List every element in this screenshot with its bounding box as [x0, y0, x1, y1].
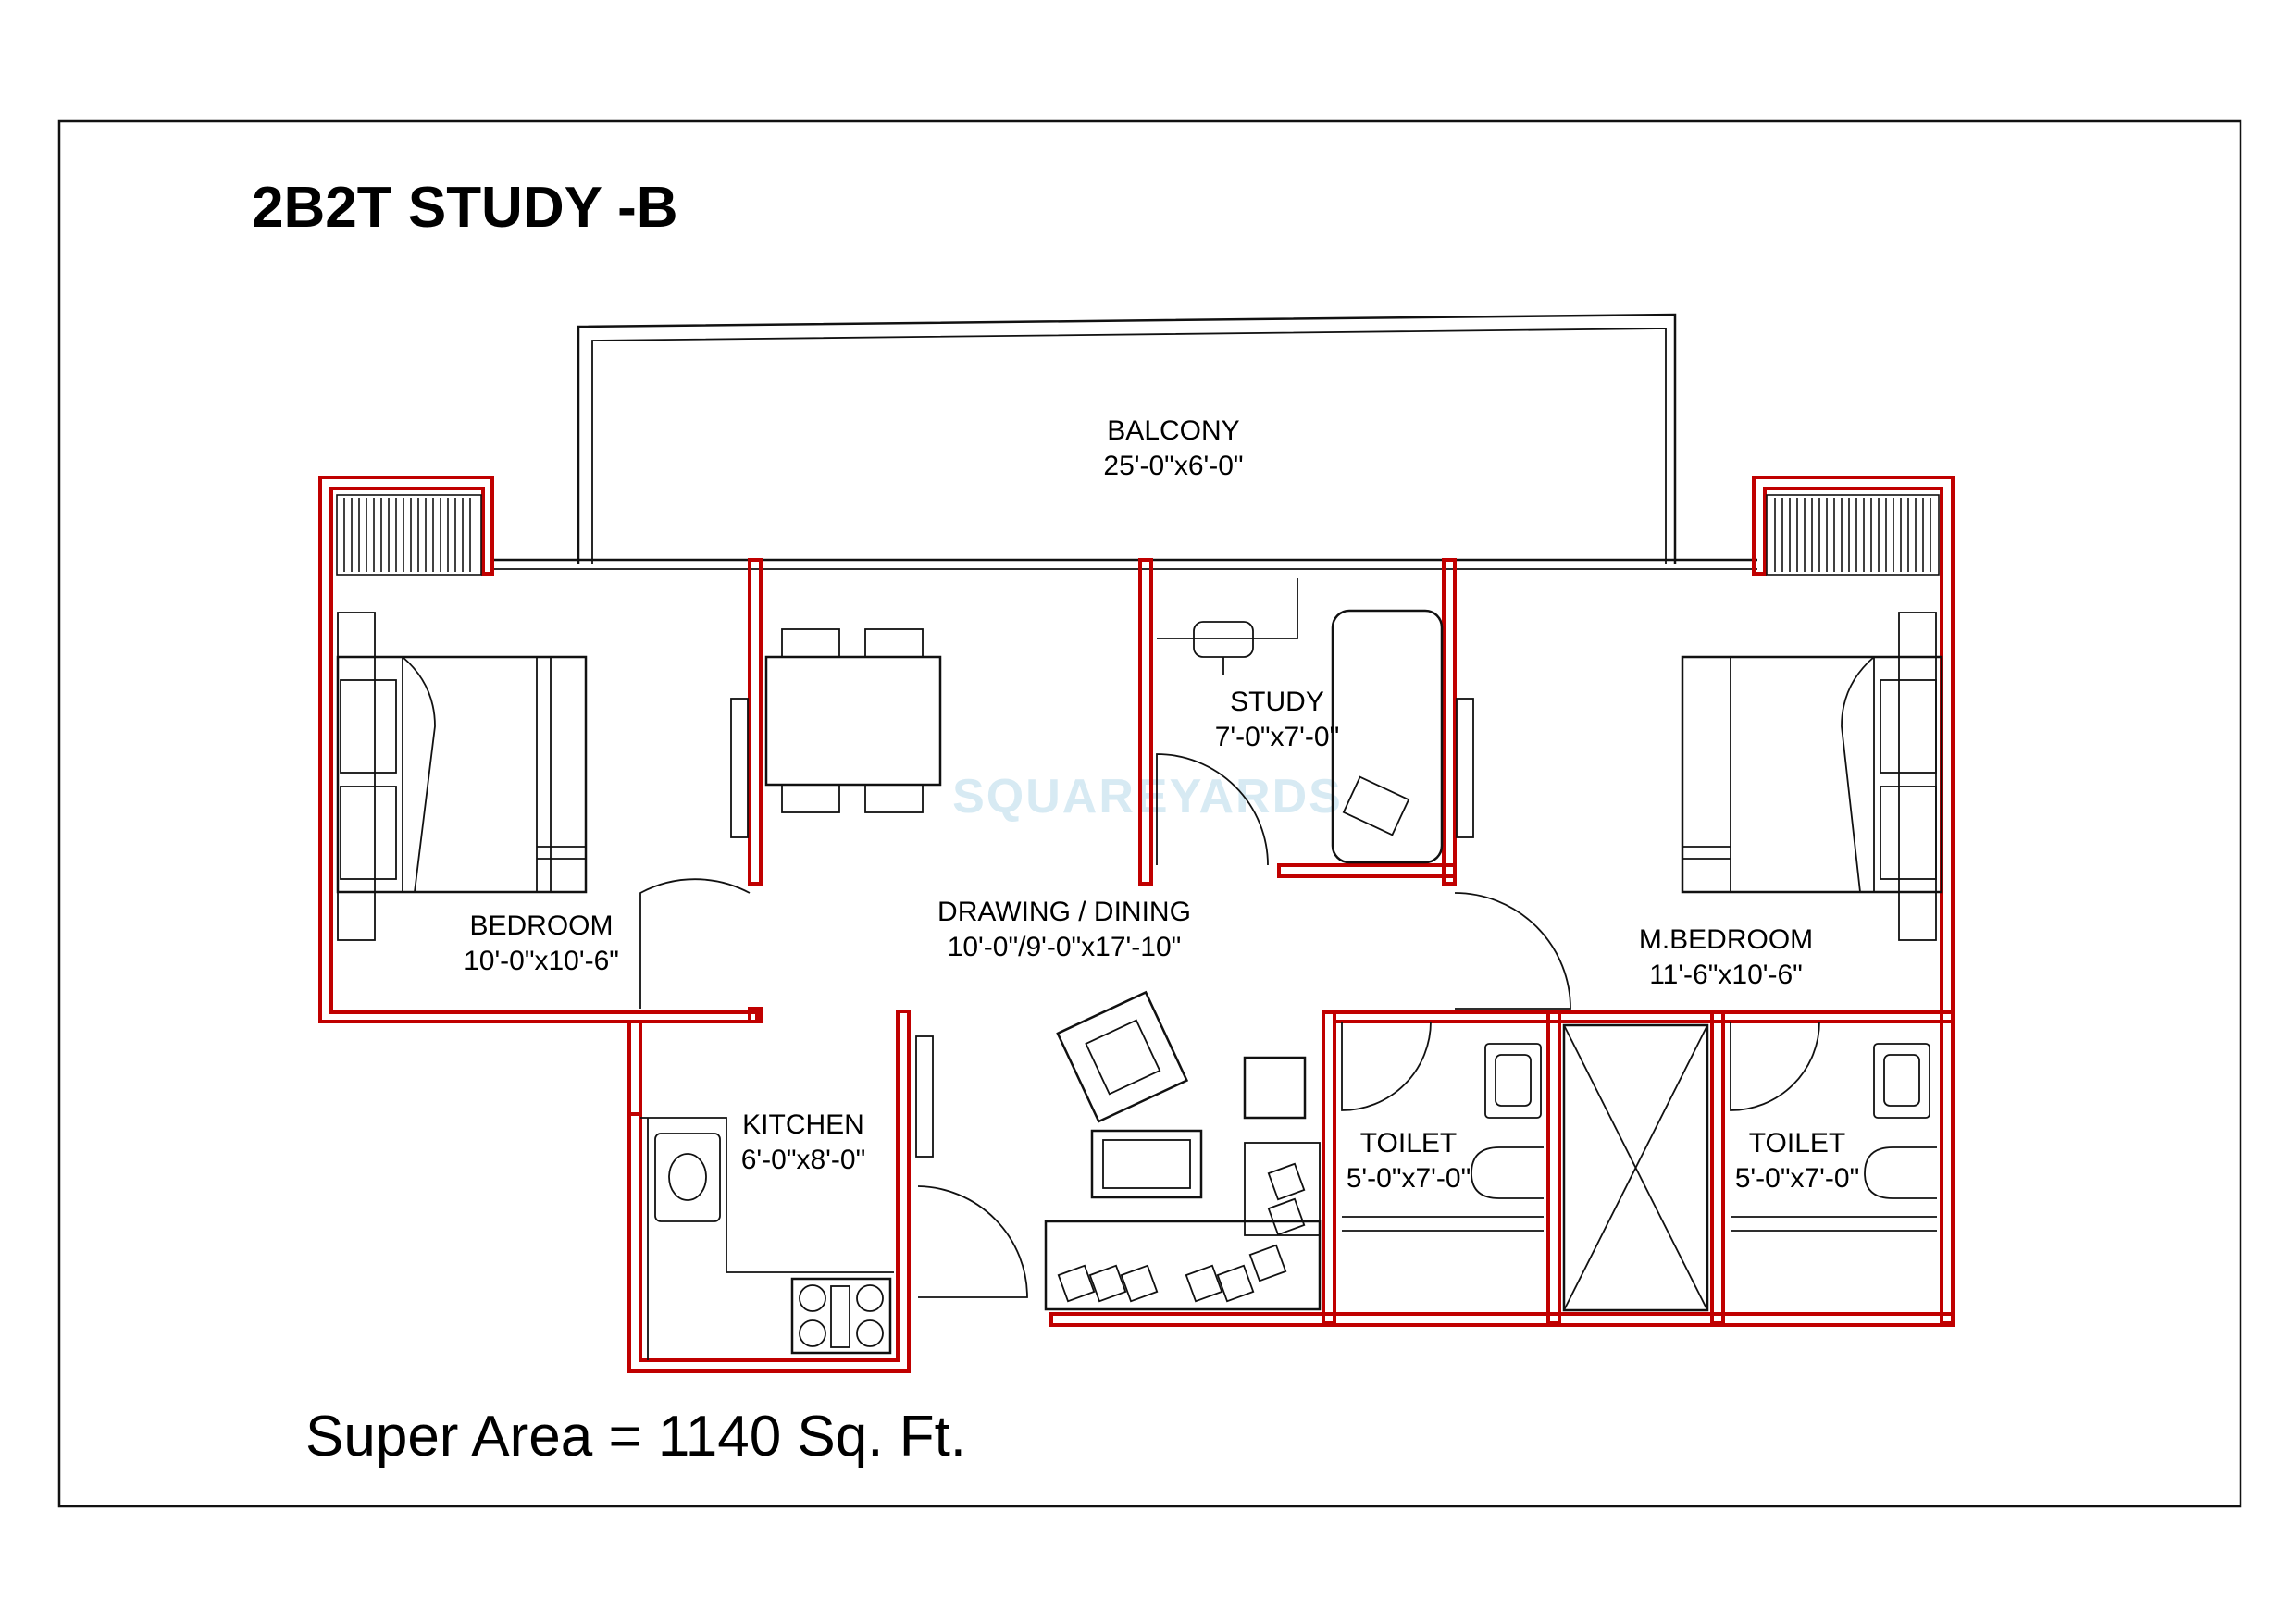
walls — [318, 476, 1955, 1373]
shaft — [1562, 1023, 1709, 1312]
bedroom-left: BEDROOM 10'-0"x10'-6" — [336, 494, 751, 1009]
study-size: 7'-0"x7'-0" — [1215, 722, 1339, 752]
toilet2-size: 5'-0"x7'-0" — [1735, 1163, 1859, 1194]
drawing-frame — [57, 119, 2242, 1508]
toilet-one: TOILET 5'-0"x7'-0" — [1341, 1021, 1544, 1232]
balcony-name: BALCONY — [1107, 415, 1239, 446]
watermark: SQUAREYARDS — [952, 770, 1343, 824]
toilet1-size: 5'-0"x7'-0" — [1347, 1163, 1471, 1194]
drawing-size: 10'-0"/9'-0"x17'-10" — [948, 932, 1182, 962]
toilet2-name: TOILET — [1749, 1128, 1845, 1158]
bedroom-name: BEDROOM — [469, 911, 613, 941]
mbedroom-size: 11'-6"x10'-6" — [1649, 960, 1803, 990]
kitchen-name: KITCHEN — [742, 1109, 864, 1140]
master-bedroom: M.BEDROOM 11'-6"x10'-6" — [1454, 494, 1943, 1010]
drawing-name: DRAWING / DINING — [937, 897, 1191, 927]
bedroom-size: 10'-0"x10'-6" — [464, 946, 619, 976]
plan-title: 2B2T STUDY -B — [252, 176, 678, 240]
dining-table — [764, 628, 942, 813]
balcony-size: 25'-0"x6'-0" — [1103, 451, 1243, 481]
study-room: STUDY 7'-0"x7'-0" — [1156, 578, 1474, 866]
balcony — [492, 313, 1757, 570]
kitchen-size: 6'-0"x8'-0" — [741, 1145, 865, 1175]
super-area: Super Area = 1140 Sq. Ft. — [305, 1405, 966, 1468]
drawing-dining: DRAWING / DINING 10'-0"/9'-0"x17'-10" — [915, 897, 1322, 1311]
mbedroom-name: M.BEDROOM — [1639, 924, 1813, 955]
toilet1-name: TOILET — [1360, 1128, 1457, 1158]
kitchen-room: KITCHEN 6'-0"x8'-0" — [640, 1109, 894, 1360]
study-name: STUDY — [1230, 687, 1324, 717]
toilet-two: TOILET 5'-0"x7'-0" — [1730, 1021, 1937, 1232]
